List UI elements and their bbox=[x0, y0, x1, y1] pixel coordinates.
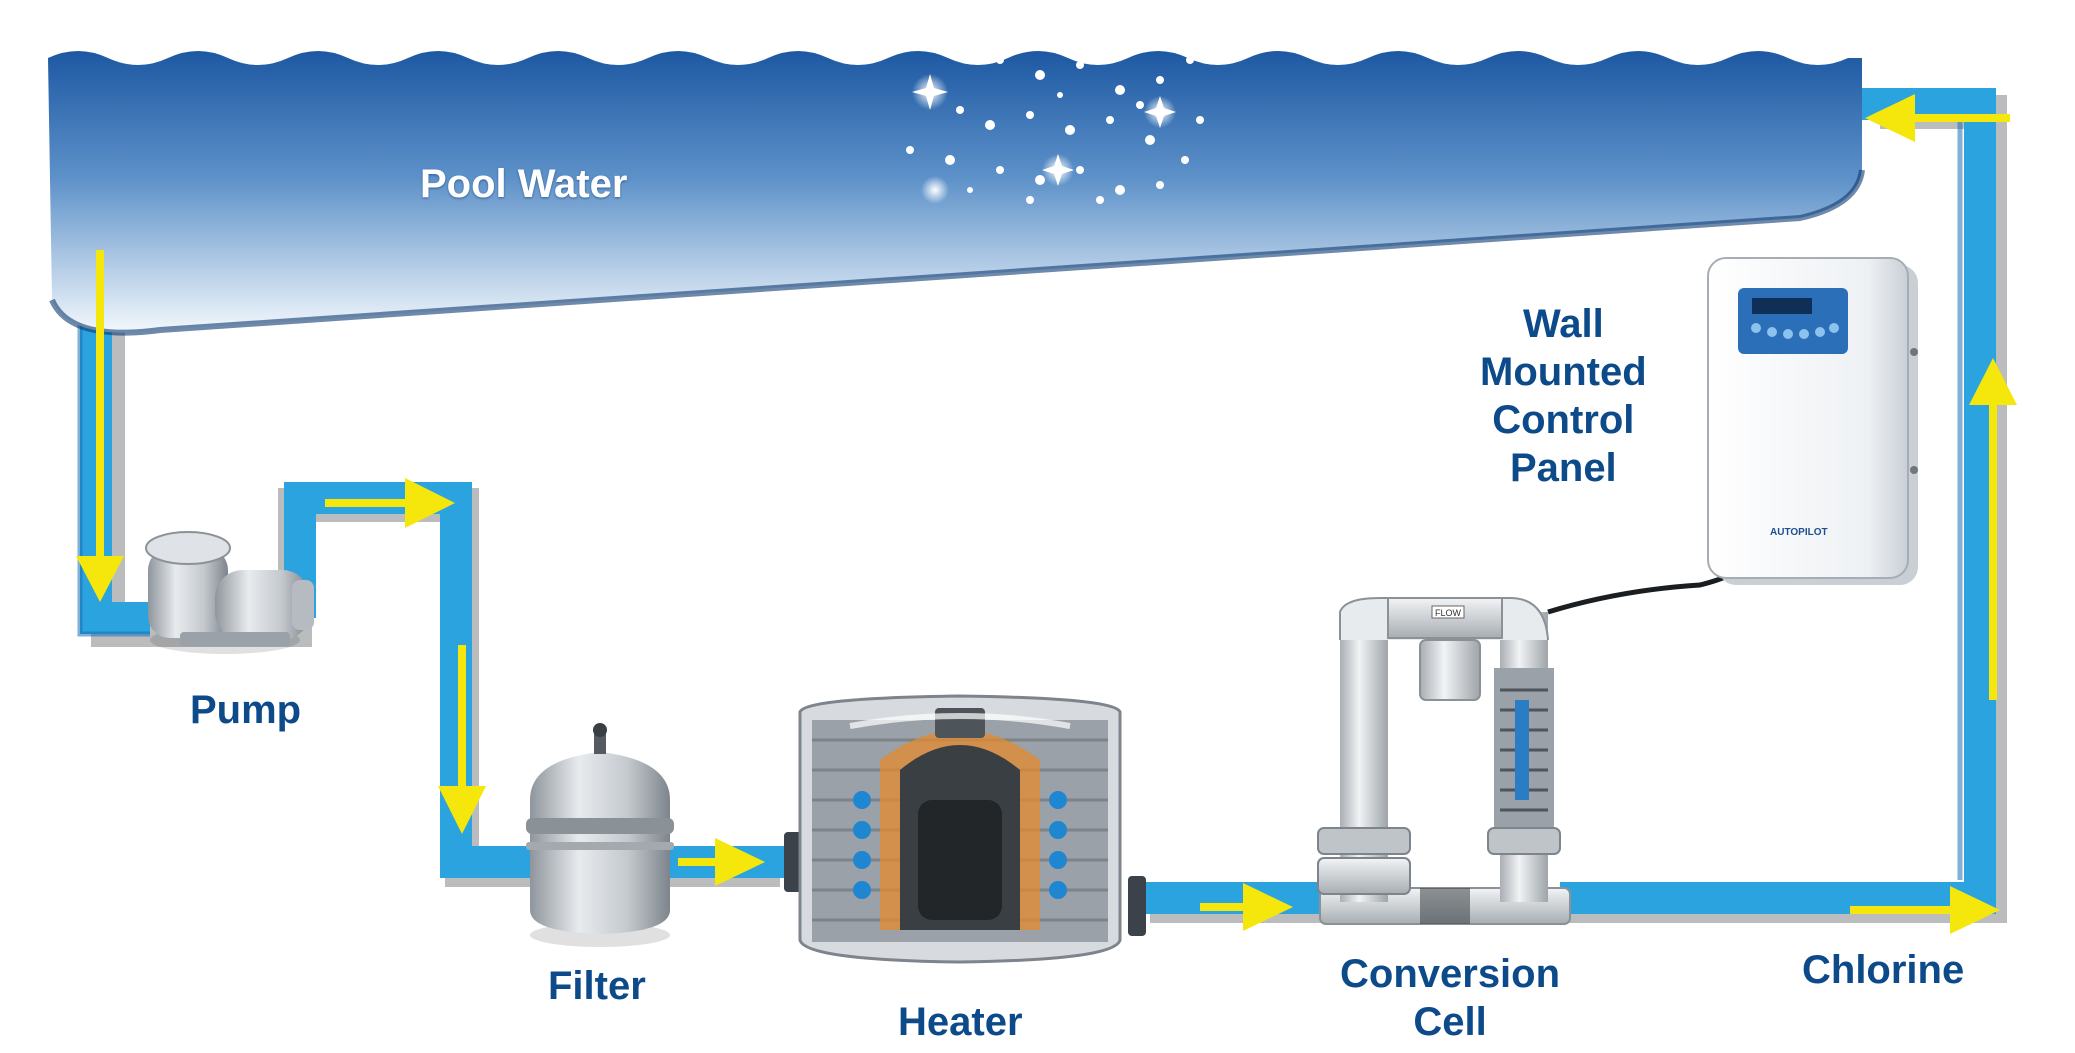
flow-arrows bbox=[76, 94, 2017, 934]
chlorine-bubbles bbox=[906, 7, 1213, 204]
control-panel-label-line: Control bbox=[1492, 398, 1635, 442]
heater-label: Heater bbox=[898, 1000, 1023, 1044]
control-panel-label-line: Panel bbox=[1509, 446, 1617, 490]
flow-arrow-icon bbox=[1200, 883, 1293, 931]
conversion-cell-icon: FLOW bbox=[1317, 597, 1571, 925]
conversion-cell-label: Conversion Cell bbox=[1340, 950, 1560, 1046]
flow-arrow-icon bbox=[76, 250, 124, 602]
pump-icon bbox=[145, 531, 314, 654]
pool-water bbox=[48, 51, 1865, 336]
control-panel-icon: AUTOPILOT bbox=[1707, 257, 1918, 585]
filter-label: Filter bbox=[548, 964, 646, 1008]
pool-water-label: Pool Water bbox=[420, 162, 628, 206]
control-panel-label-line: Wall bbox=[1522, 302, 1604, 346]
heater-icon bbox=[784, 694, 1146, 964]
pipe-return-to-pool bbox=[1560, 88, 1996, 914]
flow-tag: FLOW bbox=[1435, 608, 1462, 618]
flow-arrow-icon bbox=[1969, 358, 2017, 700]
control-panel-label: Wall Mounted Control Panel bbox=[1480, 300, 1647, 492]
flow-arrow-icon bbox=[325, 478, 455, 528]
pipe-pump-to-filter bbox=[284, 482, 540, 878]
filter-icon bbox=[526, 723, 674, 947]
flow-arrow-icon bbox=[678, 838, 765, 886]
control-panel-label-line: Mounted bbox=[1480, 350, 1647, 394]
panel-brand: AUTOPILOT bbox=[1770, 527, 1828, 538]
pump-label: Pump bbox=[190, 688, 302, 732]
flow-arrow-icon bbox=[1865, 94, 2010, 142]
conversion-cell-label-line: Cell bbox=[1413, 1000, 1487, 1044]
flow-arrow-icon bbox=[438, 645, 486, 834]
conversion-cell-label-line: Conversion bbox=[1340, 952, 1561, 996]
flow-arrow-icon bbox=[1850, 886, 2000, 934]
chlorine-label: Chlorine bbox=[1802, 948, 1965, 992]
sparkle-icons bbox=[912, 74, 1176, 204]
